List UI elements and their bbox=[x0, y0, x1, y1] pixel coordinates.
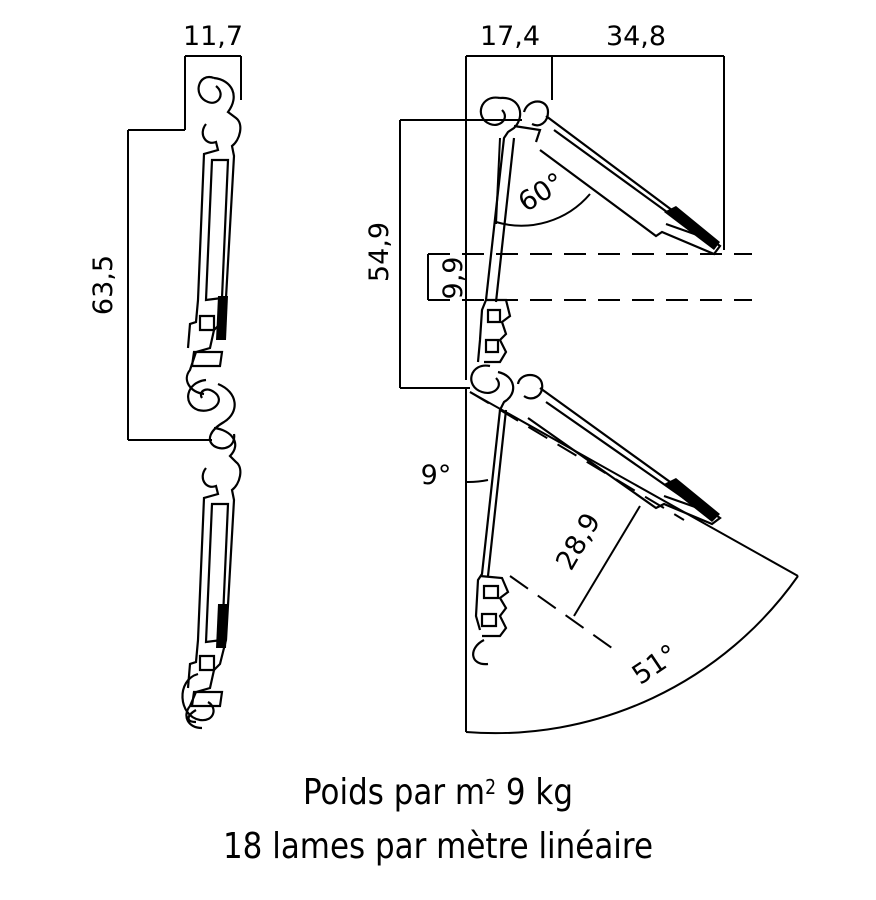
caption-weight: Poids par m2 9 kg bbox=[61, 772, 814, 813]
open-slats-view: 17,4 34,8 54,9 9,9 60° 9° 28,9 51° bbox=[364, 21, 799, 735]
dim-left-pitch: 63,5 bbox=[88, 255, 119, 315]
open-slat-upper-back bbox=[476, 96, 522, 364]
slat-seal-upper bbox=[216, 296, 228, 340]
caption-weight-exponent: 2 bbox=[485, 775, 497, 799]
open-slat-upper-seal bbox=[664, 206, 720, 250]
dim-right-gap: 9,9 bbox=[438, 257, 469, 300]
dim-left-width: 11,7 bbox=[183, 21, 243, 52]
dim-right-width-b: 34,8 bbox=[606, 21, 666, 52]
caption-weight-prefix: Poids par m bbox=[302, 772, 486, 813]
angle-arc-60 bbox=[495, 193, 591, 227]
angle-arc-9 bbox=[465, 479, 489, 484]
slat-seal-lower bbox=[216, 604, 228, 648]
closed-slats-view: 11,7 63,5 bbox=[88, 21, 243, 730]
dim-right-height: 54,9 bbox=[364, 222, 395, 282]
dim-depth: 28,9 bbox=[550, 508, 607, 576]
caption-weight-value: 9 kg bbox=[496, 772, 574, 813]
angle-arc-51 bbox=[465, 575, 799, 735]
caption-slats: 18 lames par mètre linéaire bbox=[222, 826, 653, 867]
dim-right-width-a: 17,4 bbox=[480, 21, 540, 52]
open-slat-upper-blade bbox=[513, 100, 722, 256]
dim-angle-sweep: 51° bbox=[627, 639, 684, 691]
open-slat-lower-seal bbox=[664, 478, 720, 522]
slat-profile-upper bbox=[185, 75, 242, 396]
dim-angle-tilt: 9° bbox=[421, 460, 452, 491]
slat-hinge-curl-mid bbox=[187, 378, 236, 450]
open-slat-lower-back bbox=[470, 364, 515, 666]
slat-end-hook bbox=[181, 672, 215, 722]
slat-profile-lower bbox=[185, 426, 242, 730]
dim-angle-open: 60° bbox=[513, 167, 570, 219]
